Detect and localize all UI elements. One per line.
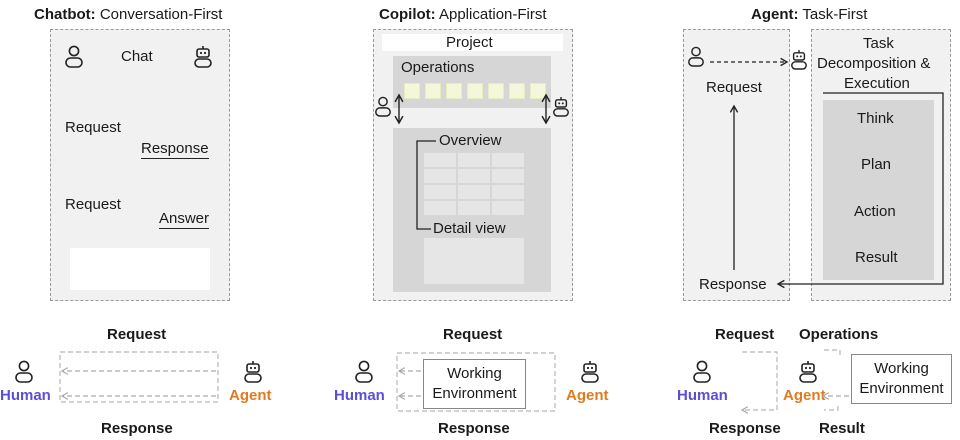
robot-icon: [194, 45, 212, 68]
copilot-wenv-line1: Working: [447, 365, 502, 382]
agent-bottom-result: Result: [819, 420, 865, 437]
operations-label: Operations: [401, 59, 475, 76]
op-cell: [404, 83, 420, 99]
agent-flow-left: [740, 351, 778, 414]
detail-view-box: [424, 238, 524, 284]
op-cell: [467, 83, 483, 99]
agent-flow-right: [824, 349, 841, 411]
chat-label: Chat: [121, 48, 153, 65]
person-icon: [355, 360, 373, 383]
chat-bottom-request: Request: [107, 326, 167, 343]
robot-icon: [552, 96, 570, 117]
person-icon: [375, 96, 391, 117]
project-bar: [382, 34, 563, 51]
robot-icon: [244, 360, 262, 383]
person-icon: [693, 360, 711, 383]
copilot-flow-box: [396, 352, 556, 412]
chat-flow-box: [59, 351, 219, 403]
agent-working-environment: Working Environment: [851, 354, 952, 404]
grid-cell: [458, 169, 490, 183]
agent-agent-label: Agent: [783, 387, 826, 404]
agent-bottom-operations: Operations: [799, 326, 879, 343]
grid-cell: [424, 153, 456, 167]
task-steps-box: [823, 100, 934, 280]
agent-bottom-request: Request: [715, 326, 775, 343]
copilot-wenv-line2: Environment: [432, 385, 517, 402]
robot-icon: [790, 49, 808, 70]
copilot-title: Copilot: Application-First: [379, 6, 547, 23]
chat-response: Response: [141, 140, 209, 159]
step-result: Result: [855, 249, 898, 266]
overview-label: Overview: [439, 132, 502, 149]
task-title-2: Decomposition &: [817, 55, 931, 72]
op-cell: [425, 83, 441, 99]
copilot-bottom-response: Response: [438, 420, 510, 437]
copilot-agent-label: Agent: [566, 387, 609, 404]
chat-agent-label: Agent: [229, 387, 272, 404]
op-cell: [509, 83, 525, 99]
task-title-3: Execution: [844, 75, 910, 92]
overview-bracket: [416, 140, 436, 230]
copilot-human-label: Human: [334, 387, 385, 404]
chat-request-1: Request: [65, 119, 121, 136]
grid-cell: [492, 185, 524, 199]
step-plan: Plan: [861, 156, 892, 173]
grid-cell: [458, 185, 490, 199]
robot-icon: [799, 360, 817, 383]
copilot-working-environment: Working Environment: [423, 359, 526, 409]
person-icon: [65, 45, 83, 68]
operations-box: [393, 56, 551, 108]
op-cell: [446, 83, 462, 99]
agent-human-label: Human: [677, 387, 728, 404]
grid-cell: [492, 169, 524, 183]
grid-cell: [424, 201, 456, 215]
grid-cell: [492, 201, 524, 215]
agent-wenv-line1: Working: [874, 360, 929, 377]
chat-request-2: Request: [65, 196, 121, 213]
step-action: Action: [854, 203, 896, 220]
grid-cell: [492, 153, 524, 167]
chat-input-box[interactable]: [70, 248, 210, 290]
robot-icon: [581, 360, 599, 383]
chatbot-title: Chatbot: Conversation-First: [34, 6, 223, 23]
copilot-bottom-request: Request: [443, 326, 503, 343]
person-icon: [688, 46, 704, 67]
agent-title: Agent: Task-First: [751, 6, 868, 23]
grid-cell: [458, 153, 490, 167]
grid-cell: [424, 185, 456, 199]
chat-bottom-response: Response: [101, 420, 173, 437]
chat-answer: Answer: [159, 210, 210, 229]
agent-wenv-line2: Environment: [859, 380, 944, 397]
result-return-arrow: [776, 92, 944, 289]
step-think: Think: [857, 110, 894, 127]
agent-request: Request: [706, 79, 762, 96]
project-label: Project: [446, 34, 493, 51]
task-title-1: Task: [863, 35, 894, 52]
op-cell: [488, 83, 504, 99]
grid-cell: [458, 201, 490, 215]
person-icon: [15, 360, 33, 383]
detail-view-label: Detail view: [433, 220, 506, 237]
chat-human-label: Human: [0, 387, 51, 404]
grid-cell: [424, 169, 456, 183]
agent-bottom-response: Response: [709, 420, 781, 437]
agent-response: Response: [699, 276, 767, 293]
agent-left-panel: [683, 29, 790, 301]
